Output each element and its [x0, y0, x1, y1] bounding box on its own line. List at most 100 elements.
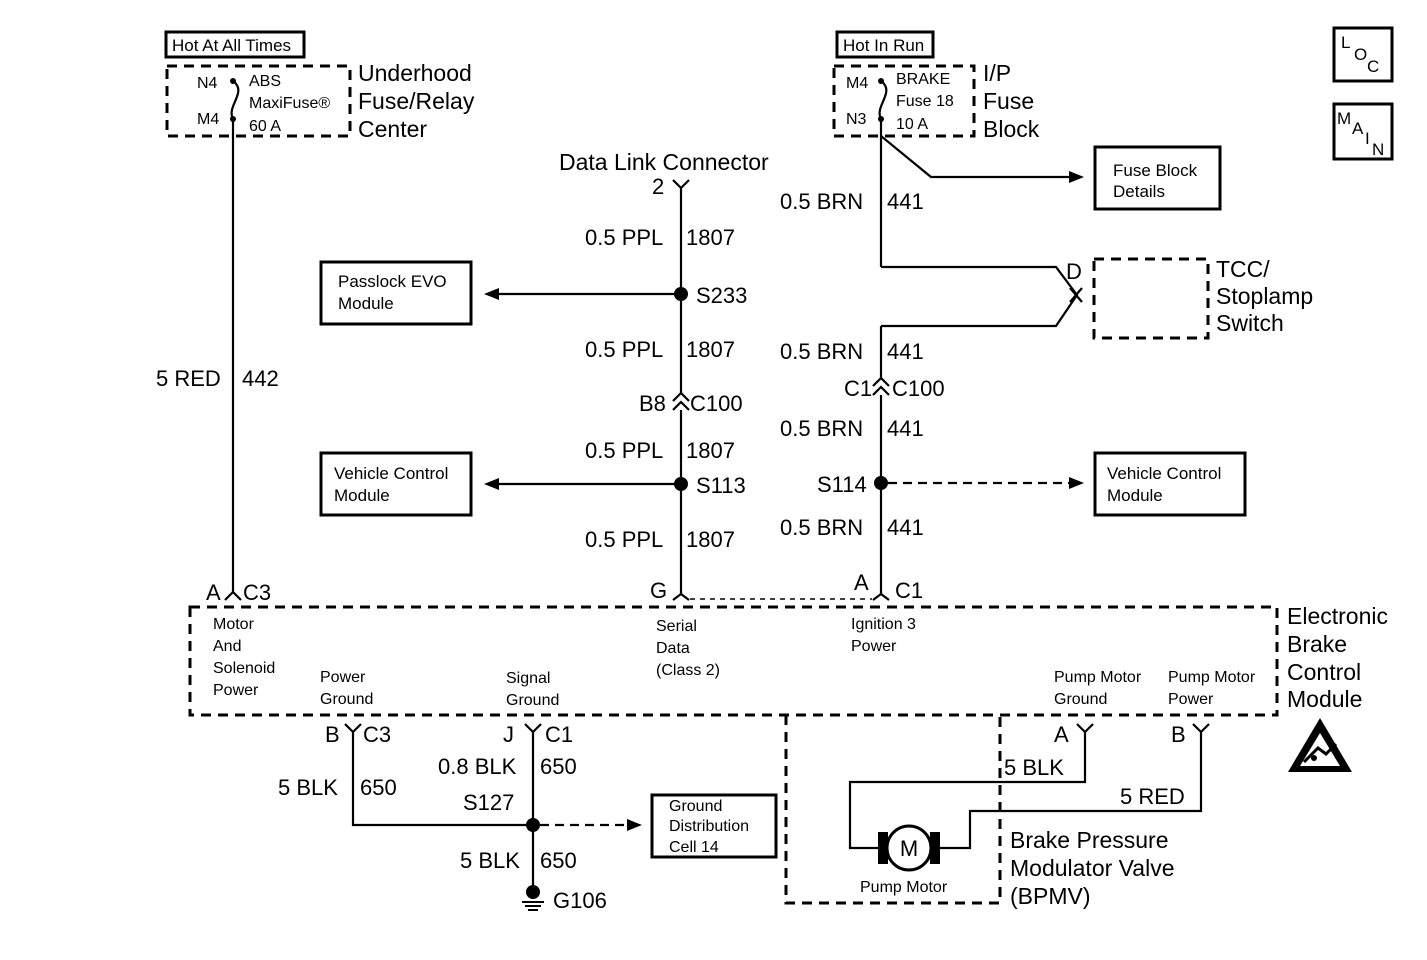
connector-c100-left: C100: [690, 391, 743, 416]
fuse-block-details-l1: Fuse Block: [1113, 161, 1198, 180]
main-button[interactable]: M A I N: [1332, 102, 1394, 161]
wire-441-size-4: 0.5 BRN: [780, 515, 863, 540]
splice-s114-dot: [874, 476, 888, 490]
pump-motor-ground-l2: Ground: [1054, 691, 1107, 708]
pump-motor-icon: [878, 824, 940, 872]
brake-fuse-label: BRAKE: [896, 71, 950, 88]
loc-letter-l: L: [1341, 33, 1350, 52]
wire-pump-ground: [848, 732, 1087, 850]
main-letter-i: I: [1365, 129, 1370, 148]
connector-b-c3-icon: [344, 723, 362, 734]
ip-name-l3: Block: [983, 116, 1040, 142]
ip-fuse-pin-n3: N3: [846, 111, 867, 128]
arrow-right-icon: [627, 819, 642, 831]
connector-c1-bottom: C1: [545, 722, 573, 747]
wire-1807-num-4: 1807: [686, 527, 735, 552]
connector-a-right: A: [854, 570, 869, 595]
serial-data-l3: (Class 2): [656, 662, 720, 679]
vehicle-control-module-left-box[interactable]: [319, 451, 473, 517]
underhood-fuse-box: [165, 64, 352, 138]
loc-button[interactable]: L O C: [1332, 26, 1394, 83]
gdc-l1: Ground: [669, 798, 722, 815]
fuse-block-details-l2: Details: [1113, 182, 1165, 201]
signal-ground-l1: Signal: [506, 670, 550, 687]
arrow-left-icon: [484, 478, 499, 490]
wire-442-size: 5 RED: [156, 366, 221, 391]
ip-name-l1: I/P: [983, 60, 1011, 86]
wire-441-num-4: 441: [887, 515, 924, 540]
bpmv-l1: Brake Pressure: [1010, 827, 1169, 853]
hot-at-all-times-badge: [164, 30, 306, 59]
bpmv-enclosure: [784, 715, 1002, 905]
pump-motor-label: Pump Motor: [860, 879, 948, 896]
wire-441-num-2: 441: [887, 339, 924, 364]
connector-g: G: [650, 578, 667, 603]
ebcm-connector-g-icon: [672, 592, 690, 601]
motor-solenoid-l1: Motor: [213, 616, 255, 633]
wire-650-size-3: 5 BLK: [460, 848, 520, 873]
wire-to-fuse-block-details: [880, 135, 1070, 179]
connector-j-c1-icon: [524, 723, 542, 734]
ip-name-l2: Fuse: [983, 88, 1034, 114]
splice-s113-label: S113: [696, 473, 746, 498]
connector-c3-top: C3: [243, 580, 271, 605]
loc-letter-c: C: [1367, 57, 1379, 76]
ebcm-name-l3: Control: [1287, 659, 1361, 685]
maxifuse-icon: [230, 80, 240, 120]
tcc-label-l1: TCC/: [1216, 256, 1270, 282]
motor-solenoid-l4: Power: [213, 682, 259, 699]
motor-symbol-m: M: [900, 836, 918, 861]
main-letter-a: A: [1352, 119, 1364, 138]
connector-a-pump: A: [1054, 722, 1069, 747]
abs-fuse-label: ABS: [249, 73, 281, 90]
wire-pump-power: [940, 732, 1203, 850]
power-ground-l2: Ground: [320, 691, 373, 708]
wire-1807-num-1: 1807: [686, 225, 735, 250]
connector-c100-right: C100: [892, 376, 945, 401]
fuse-18-label: Fuse 18: [896, 93, 954, 110]
vcm-right-l2: Module: [1107, 486, 1163, 505]
passlock-label-l2: Module: [338, 294, 394, 313]
ip-fuse-block: Hot In Run M4 N3 BRAKE Fuse 18 10 A I/P …: [832, 30, 1040, 142]
c100-connector-right-lower-icon: [872, 385, 890, 396]
hot-in-run-label: Hot In Run: [843, 36, 924, 55]
pump-motor-power-l1: Pump Motor: [1168, 669, 1256, 686]
underhood-name-l3: Center: [358, 116, 427, 142]
power-ground-l1: Power: [320, 669, 366, 686]
fuse-rating-10a: 10 A: [896, 116, 928, 133]
pump-ground-connector-icon: [1076, 723, 1094, 734]
wire-441-size-3: 0.5 BRN: [780, 416, 863, 441]
fuse-pin-n4: N4: [197, 75, 218, 92]
main-letter-m: M: [1337, 109, 1351, 128]
c100-connector-right-upper-icon: [872, 376, 890, 387]
fuse-block-details-box[interactable]: [1093, 145, 1222, 211]
pump-motor-ground-l1: Pump Motor: [1054, 669, 1142, 686]
fuse-icon: [878, 80, 888, 120]
ebcm-connector-a-c1-icon: [872, 592, 890, 601]
tcc-pin-d: D: [1066, 259, 1082, 284]
ignition-power-l2: Power: [851, 638, 897, 655]
vehicle-control-module-right-box[interactable]: [1093, 451, 1247, 517]
motor-solenoid-l2: And: [213, 638, 241, 655]
main-letter-n: N: [1372, 140, 1384, 159]
splice-s114-label: S114: [817, 472, 867, 497]
ground-distribution-cell-box[interactable]: [650, 793, 778, 859]
tcc-stoplamp-switch-wiring: [881, 265, 1079, 328]
wire-441-num-3: 441: [887, 416, 924, 441]
ground-g106-label: G106: [553, 888, 607, 913]
underhood-fuse-relay-center: Hot At All Times N4 M4 ABS MaxiFuse® 60 …: [164, 30, 475, 142]
passlock-evo-module-box[interactable]: [319, 260, 473, 326]
connector-c1-right: C1: [844, 376, 872, 401]
bpmv-l3: (BPMV): [1010, 883, 1091, 909]
splice-s127-dot: [526, 818, 540, 832]
pump-power-connector-icon: [1192, 723, 1210, 734]
wire-1807-size-1: 0.5 PPL: [585, 225, 663, 250]
ebcm-module-box: [188, 605, 1279, 717]
c100-connector-lower-icon: [672, 400, 690, 411]
ip-fuse-box: [832, 64, 976, 138]
dlc-title: Data Link Connector: [559, 149, 769, 175]
wire-442-number: 442: [242, 366, 279, 391]
wire-441-size-1: 0.5 BRN: [780, 189, 863, 214]
hot-in-run-badge: [835, 30, 935, 59]
